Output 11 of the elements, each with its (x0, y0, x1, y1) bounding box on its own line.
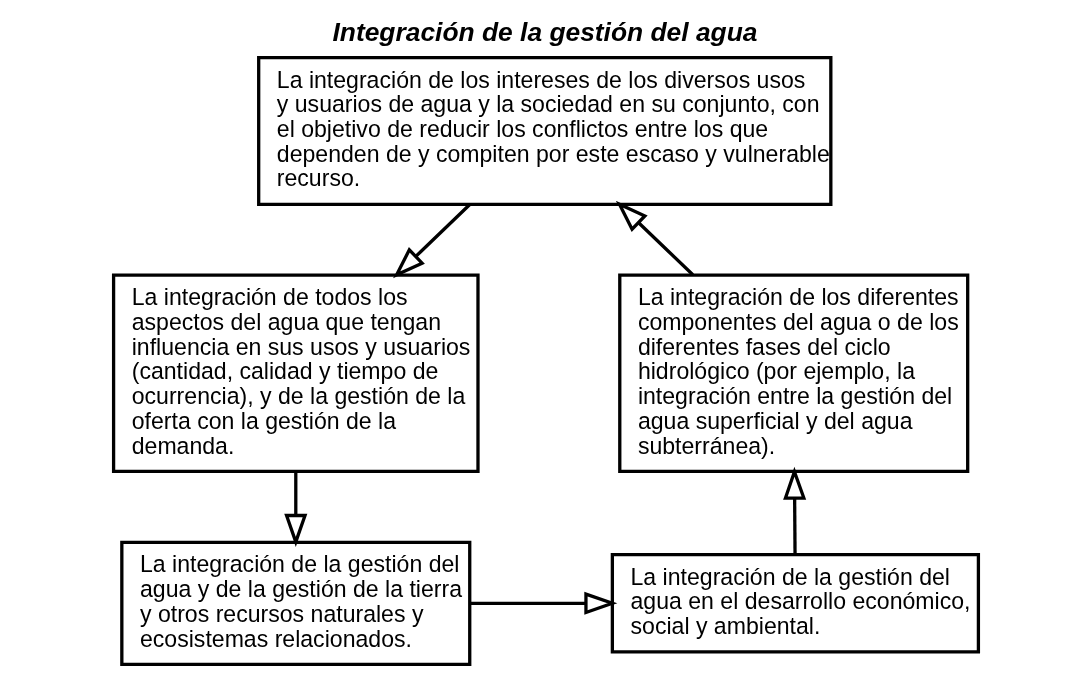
diagram-title: Integración de la gestión del agua (331, 16, 757, 47)
arrow (283, 471, 307, 547)
arrow (392, 203, 471, 279)
node-box: La integración de todos los aspectos del agua que tengan influencia en sus usos y usuarios (cantidad, calidad y tiempo de ocurrencia), y de la gestión de la oferta con la gestión de la demanda. (111, 273, 480, 474)
node-box: La integración de la gestión del agua y de la gestión de la tierra y otros recursos naturales y ecosistemas relacionados. (119, 540, 471, 666)
arrow (782, 466, 806, 555)
node-box: La integración de la gestión del agua en el desarrollo económico, social y ambiental. (610, 553, 980, 654)
node-box: La integración de los intereses de los diversos usos y usuarios de agua y la sociedad en su conjunto, con el objetivo de reducir los conflictos entre los que dependen de y compiten por este escaso y vulnerable recurso. (256, 55, 832, 206)
arrow (615, 200, 694, 276)
arrow (469, 591, 617, 615)
node-box: La integración de los diferentes componentes del agua o de los diferentes fases del ciclo hidrológico (por ejemplo, la integración entre la gestión del agua superficial y del agua subterránea). (617, 273, 969, 474)
